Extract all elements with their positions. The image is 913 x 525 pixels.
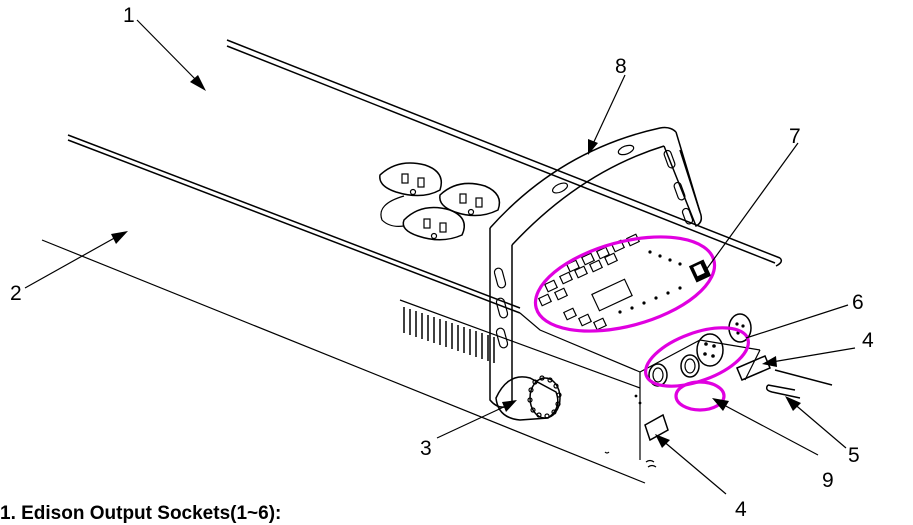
fuse-holder-upper [736,355,771,381]
edison-socket-2 [439,182,501,217]
socket-9-highlight [674,380,726,412]
fuse-holder-lower [644,413,669,442]
callout-6: 6 [852,291,864,314]
section-caption: 1. Edison Output Sockets(1~6): [0,503,282,524]
power-cord [765,369,833,399]
callout-4-upper: 4 [862,329,874,352]
control-panel-highlight [533,235,717,333]
edison-socket-3 [402,206,465,241]
socket-cable [380,195,405,227]
ventilation-grille [403,307,495,363]
callout-3: 3 [420,437,432,460]
callout-4-lower: 4 [735,498,747,521]
callout-7: 7 [789,125,801,148]
dmx-connector-highlight [643,326,751,388]
leader-lines [24,19,856,495]
callout-5: 5 [848,444,860,467]
hanging-bracket [489,126,703,408]
fixture-body [41,39,783,484]
callout-2: 2 [10,282,22,305]
bracket-knob [495,375,562,421]
callout-1: 1 [123,4,135,27]
control-panel [537,233,712,331]
callout-9: 9 [822,469,834,492]
edison-socket-1 [379,162,443,197]
callout-8: 8 [615,55,627,78]
